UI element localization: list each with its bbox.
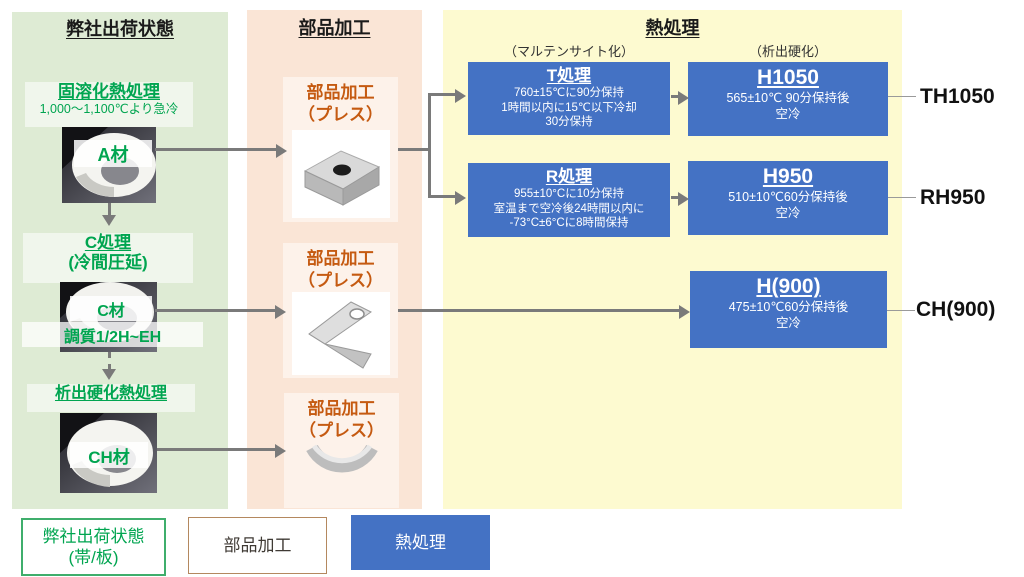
branch-top-head — [455, 89, 466, 103]
pressed-bracket-photo — [292, 292, 390, 375]
arrow-press2-to-h900-head — [679, 305, 690, 319]
arrow-a-to-press1-line — [155, 148, 277, 151]
shipping-panel-title: 弊社出荷状態 — [66, 19, 174, 39]
arrow-ch-to-press3-head — [275, 444, 286, 458]
legend-heat-treatment: 熱処理 — [351, 515, 490, 570]
arrow-press2-to-h900-line — [398, 309, 680, 312]
arrow-a-to-press1-head — [276, 144, 287, 158]
arrow-r-to-h950-line — [671, 196, 679, 199]
ch-material-label: CH材 — [70, 442, 148, 468]
solution-treatment-title: 固溶化熱処理 — [58, 82, 160, 101]
pressed-block-photo — [292, 130, 390, 218]
solution-treatment-subtitle: 1,000〜1,100℃より急冷 — [39, 102, 179, 117]
precipitation-hardening-label: （析出硬化） — [748, 44, 827, 59]
arrow-c-to-press2-line — [155, 309, 276, 312]
legend-parts-processing: 部品加工 — [188, 517, 327, 574]
a-material-label: A材 — [74, 140, 152, 167]
output-label-th1050: TH1050 — [920, 85, 995, 108]
arrow-r-to-h950-head — [678, 192, 689, 206]
connector-h1050-th1050 — [888, 96, 916, 97]
heat-panel-title: 熱処理 — [645, 18, 700, 38]
arrow-c-to-precip-line — [108, 352, 111, 370]
r-treatment-box: R処理 955±10°Cに10分保持 室温まで空冷後24時間以内に -73°C±… — [468, 163, 670, 237]
precipitation-treatment-box: 析出硬化熱処理 — [27, 384, 195, 412]
legend-shipping-state: 弊社出荷状態 (帯/板) — [21, 518, 166, 576]
branch-bottom-head — [455, 191, 466, 205]
martensite-label: （マルテンサイト化） — [503, 44, 634, 59]
output-label-ch900: CH(900) — [916, 298, 996, 321]
arrow-a-to-c-line — [108, 203, 111, 216]
t-treatment-box: T処理 760±15℃に90分保持 1時間以内に15℃以下冷却 30分保持 — [468, 62, 670, 135]
arrow-t-to-h1050-line — [671, 95, 679, 98]
precipitation-treatment-title: 析出硬化熱処理 — [54, 385, 167, 402]
arrow-ch-to-press3-line — [157, 448, 276, 451]
branch-bottom-line — [428, 195, 456, 198]
c-process-box: C処理 (冷間圧延) — [23, 233, 193, 283]
h1050-box: H1050 565±10℃ 90分保持後 空冷 — [688, 62, 888, 136]
press1-out-line — [398, 148, 431, 151]
c-process-title: C処理 — [84, 233, 132, 252]
h900-box: H(900) 475±10℃60分保持後 空冷 — [690, 271, 887, 348]
c-material-label: C材 — [70, 296, 152, 321]
pressed-half-shell-photo — [293, 440, 391, 504]
parts-processing-box-3: 部品加工 （プレス） — [284, 393, 399, 508]
connector-h950-rh950 — [888, 197, 916, 198]
output-label-rh950: RH950 — [920, 186, 986, 209]
processing-panel-title: 部品加工 — [298, 18, 371, 38]
arrow-a-to-c-head — [102, 215, 116, 226]
c-process-subtitle: (冷間圧延) — [68, 253, 148, 273]
h950-box: H950 510±10℃60分保持後 空冷 — [688, 161, 888, 235]
arrow-c-to-press2-head — [275, 305, 286, 319]
branch-top-line — [428, 93, 456, 96]
branch-vertical-line — [428, 93, 431, 198]
solution-treatment-box: 固溶化熱処理 1,000〜1,100℃より急冷 — [25, 82, 193, 127]
arrow-t-to-h1050-head — [678, 91, 689, 105]
connector-h900-ch900 — [887, 310, 915, 311]
temper-grade-label: 調質1/2H~EH — [22, 322, 203, 347]
arrow-c-to-precip-head — [102, 369, 116, 380]
